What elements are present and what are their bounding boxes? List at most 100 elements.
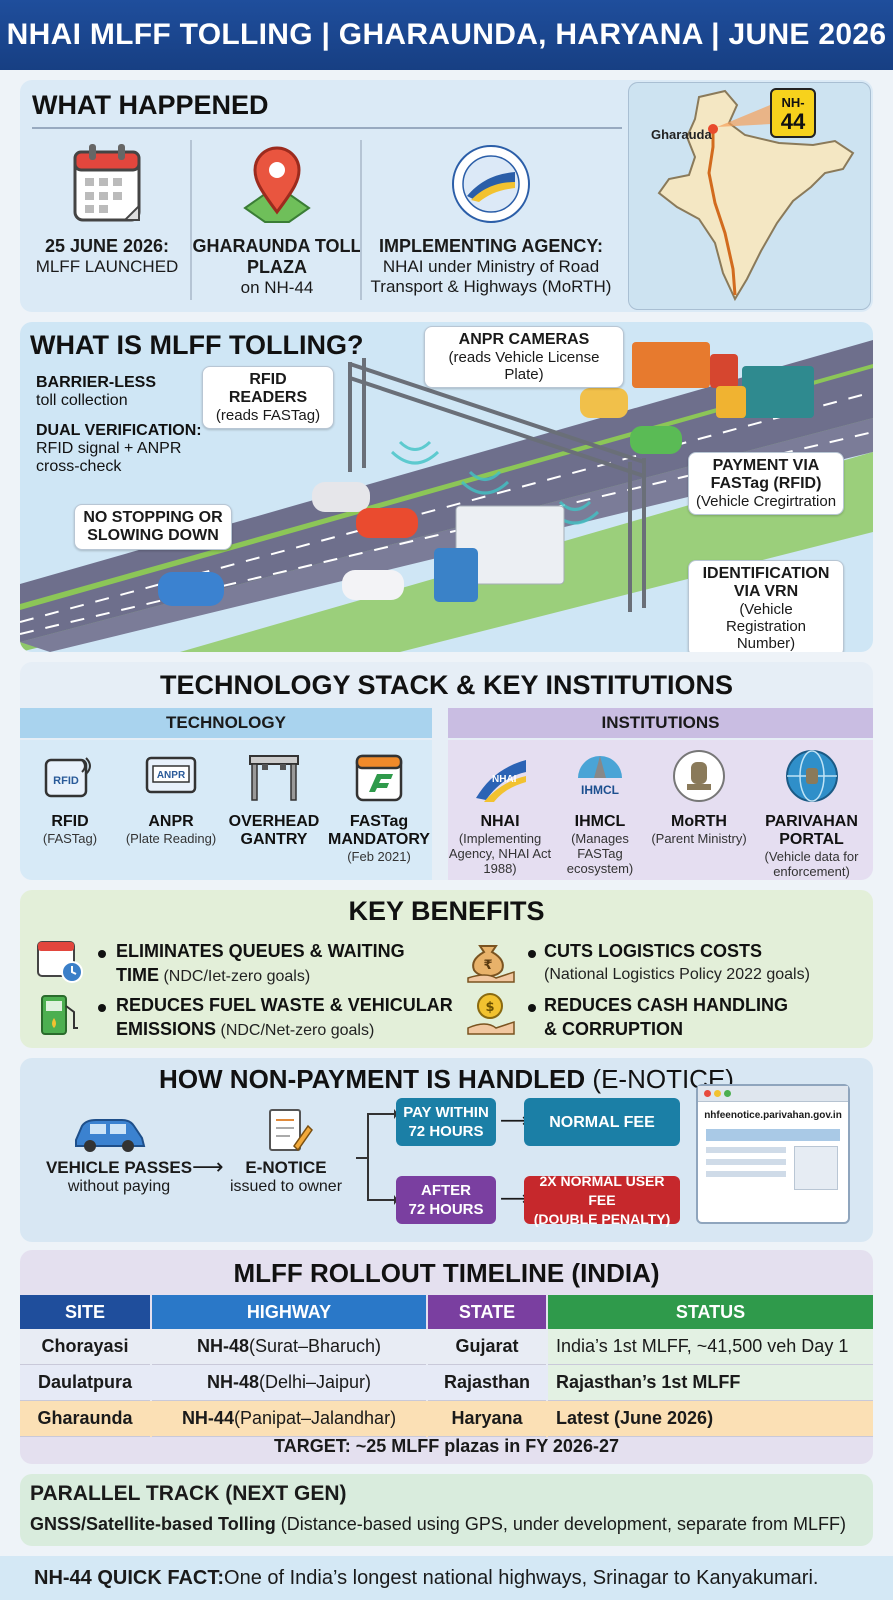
tech-rfid: RFID RFID (FASTag) [20, 740, 120, 875]
penalty-line1: 2X NORMAL USER FEE [539, 1172, 665, 1208]
identification-sub2: Registration Number) [725, 618, 807, 652]
payment-line1: PAYMENT VIA [712, 457, 820, 474]
document-pen-icon [269, 1109, 313, 1152]
non-payment-heading-bold: HOW NON-PAYMENT IS HANDLED [159, 1064, 586, 1094]
ihmcl-logo-text: IHMCL [581, 783, 619, 797]
dual-verification-label: DUAL VERIFICATION: RFID signal + ANPR cr… [36, 422, 202, 476]
location-pin-icon [243, 146, 311, 223]
non-payment-section: HOW NON-PAYMENT IS HANDLED (E-NOTICE) VE… [20, 1058, 873, 1242]
parallel-text: GNSS/Satellite-based Tolling (Distance-b… [30, 1514, 846, 1535]
anpr-cameras-callout: ANPR CAMERAS (reads Vehicle License Plat… [424, 326, 624, 388]
india-map: Gharauda NH- 44 [628, 82, 871, 310]
key-benefits-section: KEY BENEFITS ELIMINATES QUEUES & WAITING… [20, 890, 873, 1048]
row1-status: India’s 1st MLFF, ~41,500 veh Day 1 [548, 1329, 873, 1365]
row2-state: Rajasthan [428, 1365, 546, 1401]
car-icon [75, 1119, 146, 1152]
tech-rfid-name: RFID [51, 813, 89, 830]
row1-site: Chorayasi [20, 1329, 150, 1365]
pay-within-line1: PAY WITHIN [403, 1104, 489, 1121]
after-72-box: AFTER 72 HOURS [396, 1176, 496, 1224]
identification-line1: IDENTIFICATION [702, 565, 830, 582]
rfid-icon: RFID [44, 757, 91, 798]
row3-hw-rest: (Panipat–Jalandhar) [233, 1408, 397, 1428]
what-is-heading: WHAT IS MLFF TOLLING? [30, 330, 364, 360]
dual-verification-strong: DUAL VERIFICATION: [36, 422, 202, 439]
tech-gantry-name: OVERHEAD GANTRY [228, 813, 320, 848]
row3-site: Gharaunda [20, 1401, 150, 1437]
identification-line2: VIA VRN [733, 583, 799, 600]
no-stopping-callout: NO STOPPING OR SLOWING DOWN [74, 504, 232, 550]
bullet [528, 950, 536, 958]
anpr-camera-icon: ANPR [145, 756, 197, 794]
row3-hw-num: NH-44 [181, 1408, 234, 1428]
quick-fact-text: One of India’s longest national highways… [224, 1566, 819, 1589]
rfid-readers-callout: RFID READERS (reads FASTag) [202, 366, 334, 429]
launch-date-item: 25 JUNE 2026: MLFF LAUNCHED [22, 142, 192, 277]
row2-status: Rajasthan’s 1st MLFF [548, 1365, 873, 1401]
row1-highway: NH-48 (Surat–Bharuch) [152, 1329, 426, 1365]
nh44-badge-top: NH- [781, 95, 804, 110]
anpr-cameras-strong: ANPR CAMERAS [458, 331, 590, 348]
parivahan-logo-icon [785, 750, 838, 802]
row2-hw-num: NH-48 [206, 1372, 259, 1392]
timeline-target: TARGET: ~25 MLFF plazas in FY 2026-27 [274, 1436, 619, 1456]
col-state: STATE [428, 1295, 546, 1329]
arrow-right-icon: ⟶ [500, 1188, 529, 1210]
agency-item: IMPLEMENTING AGENCY: NHAI under Ministry… [366, 142, 616, 297]
browser-titlebar [698, 1086, 848, 1102]
inst-nhai-sub: (Implementing Agency, NHAI Act 1988) [448, 831, 552, 876]
what-happened-heading: WHAT HAPPENED [32, 90, 269, 120]
non-payment-heading: HOW NON-PAYMENT IS HANDLED (E-NOTICE) [20, 1064, 873, 1095]
benefit-fuel: REDUCES FUEL WASTE & VEHICULAR EMISSIONS… [116, 994, 453, 1042]
bullet [528, 1004, 536, 1012]
barrier-less-sub: toll collection [36, 392, 128, 409]
benefit-cash: REDUCES CASH HANDLING & CORRUPTION [544, 994, 788, 1042]
india-map-shape: Gharauda NH- 44 [651, 88, 855, 302]
pay-within-line2: 72 HOURS [408, 1123, 484, 1140]
tech-stack-heading: TECHNOLOGY STACK & KEY INSTITUTIONS [159, 670, 734, 700]
what-happened-section: WHAT HAPPENED 25 JUNE 2026: MLFF LAUNCHE… [20, 80, 873, 312]
tech-fastag-name: FASTag MANDATORY [328, 813, 430, 848]
divider [360, 140, 362, 300]
barrier-less-strong: BARRIER-LESS [36, 374, 157, 391]
browser-window: nhfeenotice.parivahan.gov.in [696, 1084, 850, 1224]
rfid-readers-strong: RFID READERS [228, 371, 308, 406]
launch-date-sub: MLFF LAUNCHED [35, 257, 179, 276]
tech-anpr: ANPR ANPR (Plate Reading) [120, 740, 222, 875]
what-is-mlff-section: WHAT IS MLFF TOLLING? BARRIER-LESS toll … [20, 322, 873, 652]
e-notice-sub: issued to owner [229, 1178, 343, 1195]
col-site: SITE [20, 1295, 150, 1329]
calendar-clock-icon [37, 941, 83, 983]
vehicle-passes-sub: without paying [67, 1178, 171, 1195]
page-title: NHAI MLFF TOLLING | GHARAUNDA, HARYANA |… [0, 0, 893, 70]
benefit-cash-title: REDUCES CASH HANDLING [544, 995, 789, 1015]
row3-state: Haryana [428, 1401, 546, 1437]
fuel-pump-icon [41, 995, 78, 1035]
divider [190, 140, 192, 300]
benefit-fuel-title: REDUCES FUEL WASTE & VEHICULAR [116, 995, 453, 1015]
after-line2: 72 HOURS [408, 1201, 484, 1218]
key-benefits-heading: KEY BENEFITS [348, 896, 545, 926]
agency-sub: NHAI under Ministry of Road Transport & … [370, 257, 612, 296]
payment-callout: PAYMENT VIA FASTag (RFID) (Vehicle Cregi… [688, 452, 844, 515]
inst-nhai-name: NHAI [480, 813, 520, 830]
identification-sub1: (Vehicle [739, 601, 793, 618]
benefit-logistics-sub: (National Logistics Policy 2022 goals) [544, 966, 810, 983]
gantry-icon [249, 755, 299, 801]
bullet [98, 1004, 106, 1012]
money-bag-hand-icon: ₹ [467, 945, 515, 983]
inst-parivahan-sub: (Vehicle data for enforcement) [764, 849, 859, 879]
institutions-subheader: INSTITUTIONS [448, 708, 873, 738]
row3-highway: NH-44 (Panipat–Jalandhar) [152, 1401, 426, 1437]
timeline-section: MLFF ROLLOUT TIMELINE (INDIA) SITE HIGHW… [20, 1250, 873, 1464]
after-line1: AFTER [421, 1182, 471, 1199]
branch-arrows-icon [356, 1109, 398, 1205]
agency-title: IMPLEMENTING AGENCY: [379, 236, 603, 256]
row3-status: Latest (June 2026) [548, 1401, 873, 1437]
notice-url[interactable]: nhfeenotice.parivahan.gov.in [704, 1110, 842, 1121]
parallel-rest: (Distance-based using GPS, under develop… [275, 1514, 846, 1534]
tech-rfid-sub: (FASTag) [42, 831, 98, 846]
anpr-cameras-sub: (reads Vehicle License Plate) [448, 349, 600, 383]
benefit-queues-sub: (NDC/Iet-zero goals) [163, 968, 311, 985]
no-stopping-line2: SLOWING DOWN [87, 527, 219, 544]
